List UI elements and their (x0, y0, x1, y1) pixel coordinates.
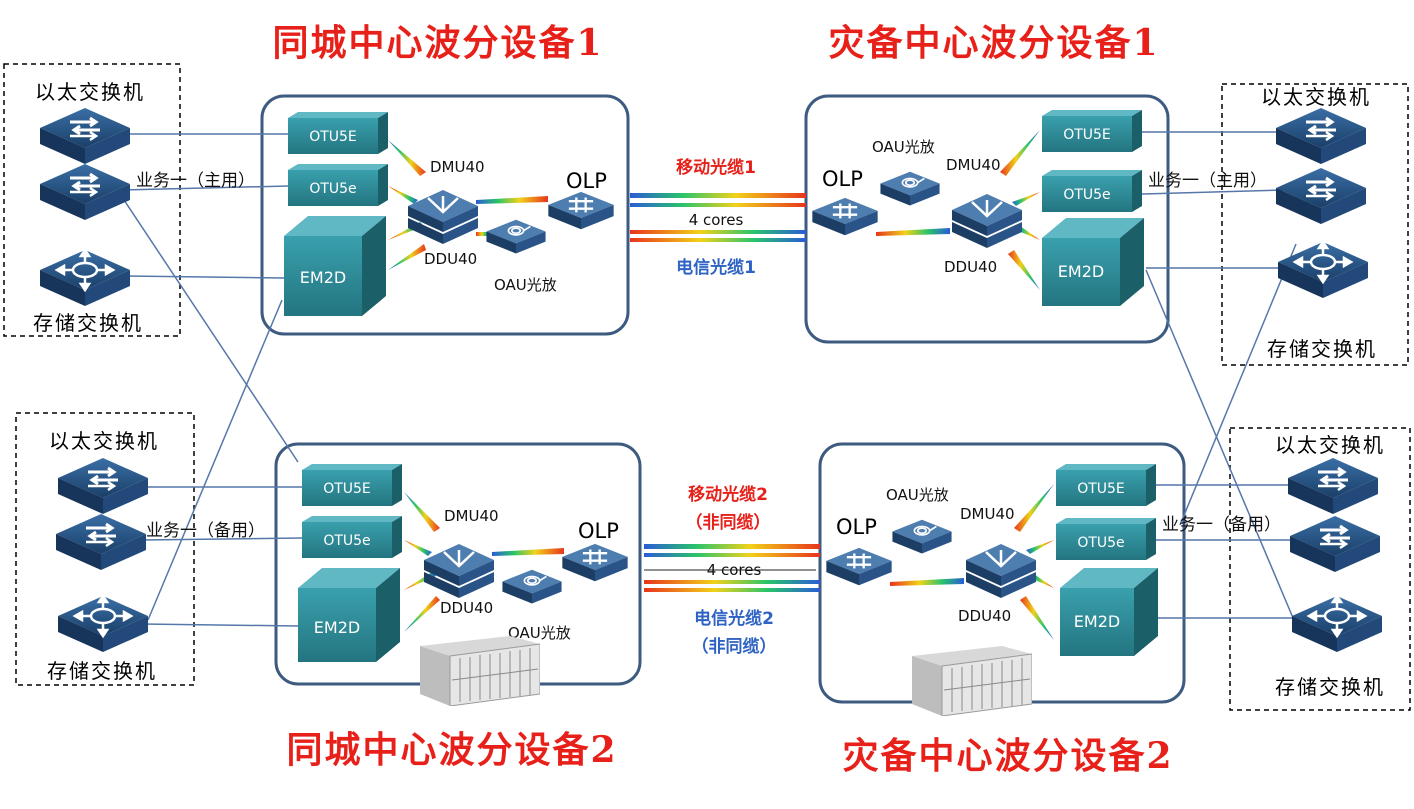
otu-board-icon (1042, 176, 1132, 212)
ethernet-switch-icon[interactable] (40, 106, 130, 166)
title-dr-center-1: 灾备中心波分设备1 (828, 22, 1159, 64)
cable-mobile-2-label: 移动光缆2 (688, 484, 768, 505)
olp-label: OLP (578, 519, 619, 543)
otu5e-label: OTU5E (323, 481, 371, 497)
ddu40-label: DDU40 (440, 599, 493, 617)
storage-switch-label: 存储交换机 (47, 659, 157, 683)
connection-lines (123, 131, 1298, 627)
dmu40-label: DMU40 (430, 158, 485, 176)
oau-label: OAU光放 (494, 276, 557, 294)
em2d-board-icon (284, 236, 362, 316)
service-primary-label: 业务一（主用） (1148, 171, 1267, 191)
service-primary-label: 业务一（主用） (136, 171, 255, 191)
cable-telecom-1-label: 电信光缆1 (676, 257, 756, 278)
storage-switch-icon[interactable] (1278, 240, 1368, 300)
cable-telecom-2-note: （非同缆） (692, 636, 777, 657)
otu5e-label: OTU5E (309, 129, 357, 145)
cable-mobile-1-label: 移动光缆1 (676, 157, 756, 178)
storage-switch-icon[interactable] (40, 248, 130, 308)
otu5e-board-br-2[interactable]: OTU5e (1056, 518, 1156, 560)
otu5e-board-tr-1[interactable]: OTU5E (1042, 110, 1142, 152)
otu5e-label: OTU5E (1077, 481, 1125, 497)
otu5e-board-tr-2[interactable]: OTU5e (1042, 170, 1142, 212)
otu-board-icon (288, 118, 378, 154)
ethernet-switch-label: 以太交换机 (35, 80, 145, 104)
olp-label: OLP (836, 515, 877, 539)
otu5e-board-tl-2[interactable]: OTU5e (288, 164, 388, 206)
otu-board-icon (1042, 116, 1132, 152)
switch-group-left-top (3, 63, 181, 337)
otu5e-label: OTU5e (309, 181, 356, 197)
title-dr-center-2: 灾备中心波分设备2 (842, 735, 1173, 777)
storage-switch-label: 存储交换机 (1267, 337, 1377, 361)
ethernet-switch-icon[interactable] (56, 512, 146, 572)
otu-board-icon (1056, 524, 1146, 560)
fiber-links (630, 193, 820, 592)
ethernet-switch-icon[interactable] (1288, 456, 1378, 516)
em2d-board-tr[interactable]: EM2D (1042, 218, 1144, 306)
em2d-label: EM2D (300, 268, 346, 287)
storage-switch-label: 存储交换机 (1275, 675, 1385, 699)
cable-cores-1-label: 4 cores (689, 211, 744, 229)
storage-switch-icon[interactable] (58, 594, 148, 654)
otu5e-board-bl-2[interactable]: OTU5e (302, 516, 402, 558)
ddu40-label: DDU40 (944, 258, 997, 276)
otu5e-label: OTU5e (1077, 535, 1124, 551)
ddu40-label: DDU40 (424, 250, 477, 268)
olp-label: OLP (822, 167, 863, 191)
switch-group-right-top (1221, 83, 1409, 366)
ddu40-label: DDU40 (958, 607, 1011, 625)
em2d-label: EM2D (1074, 612, 1120, 631)
service-backup-label: 业务一（备用） (1162, 515, 1281, 535)
ethernet-switch-label: 以太交换机 (1275, 433, 1385, 457)
dmu40-label: DMU40 (946, 156, 1001, 174)
em2d-board-icon (1042, 238, 1120, 306)
otu5e-label: OTU5E (1063, 127, 1111, 143)
otu-board-icon (1056, 470, 1146, 506)
em2d-board-icon (298, 588, 376, 662)
ethernet-switch-icon[interactable] (1276, 166, 1366, 226)
otu5e-board-bl-1[interactable]: OTU5E (302, 464, 402, 506)
otu5e-label: OTU5e (323, 533, 370, 549)
otu-board-icon (302, 522, 392, 558)
otu5e-board-tl-1[interactable]: OTU5E (288, 112, 388, 154)
service-backup-label: 业务一（备用） (146, 521, 265, 541)
oau-label: OAU光放 (872, 138, 935, 156)
ethernet-switch-icon[interactable] (1276, 106, 1366, 166)
dmu40-label: DMU40 (444, 507, 499, 525)
chassis-icon (912, 646, 1032, 716)
otu5e-label: OTU5e (1063, 187, 1110, 203)
signal-arrows (388, 130, 1054, 640)
olp-label: OLP (566, 169, 607, 193)
oau-label: OAU光放 (886, 486, 949, 504)
title-city-center-1: 同城中心波分设备1 (272, 22, 603, 64)
em2d-board-tl[interactable]: EM2D (284, 216, 386, 316)
oau-label: OAU光放 (508, 624, 571, 642)
ethernet-switch-icon[interactable] (1290, 514, 1380, 574)
ethernet-switch-label: 以太交换机 (1261, 85, 1371, 109)
switch-group-right-bottom (1229, 427, 1411, 711)
storage-switch-icon[interactable] (1292, 594, 1382, 654)
ethernet-switch-icon[interactable] (58, 456, 148, 516)
otu-board-icon (302, 470, 392, 506)
title-city-center-2: 同城中心波分设备2 (286, 729, 617, 771)
em2d-board-icon (1060, 588, 1134, 656)
em2d-label: EM2D (1058, 262, 1104, 281)
ethernet-switch-icon[interactable] (40, 162, 130, 222)
em2d-board-br[interactable]: EM2D (1060, 568, 1158, 656)
em2d-label: EM2D (314, 618, 360, 637)
em2d-board-bl[interactable]: EM2D (298, 568, 400, 662)
otu5e-board-br-1[interactable]: OTU5E (1056, 464, 1156, 506)
chassis-icon (420, 636, 540, 706)
cable-telecom-2-label: 电信光缆2 (694, 608, 774, 629)
cable-cores-2-label: 4 cores (707, 561, 762, 579)
otu-board-icon (288, 170, 378, 206)
ethernet-switch-label: 以太交换机 (49, 429, 159, 453)
storage-switch-label: 存储交换机 (33, 311, 143, 335)
cable-mobile-2-note: （非同缆） (686, 512, 771, 533)
dmu40-label: DMU40 (960, 505, 1015, 523)
